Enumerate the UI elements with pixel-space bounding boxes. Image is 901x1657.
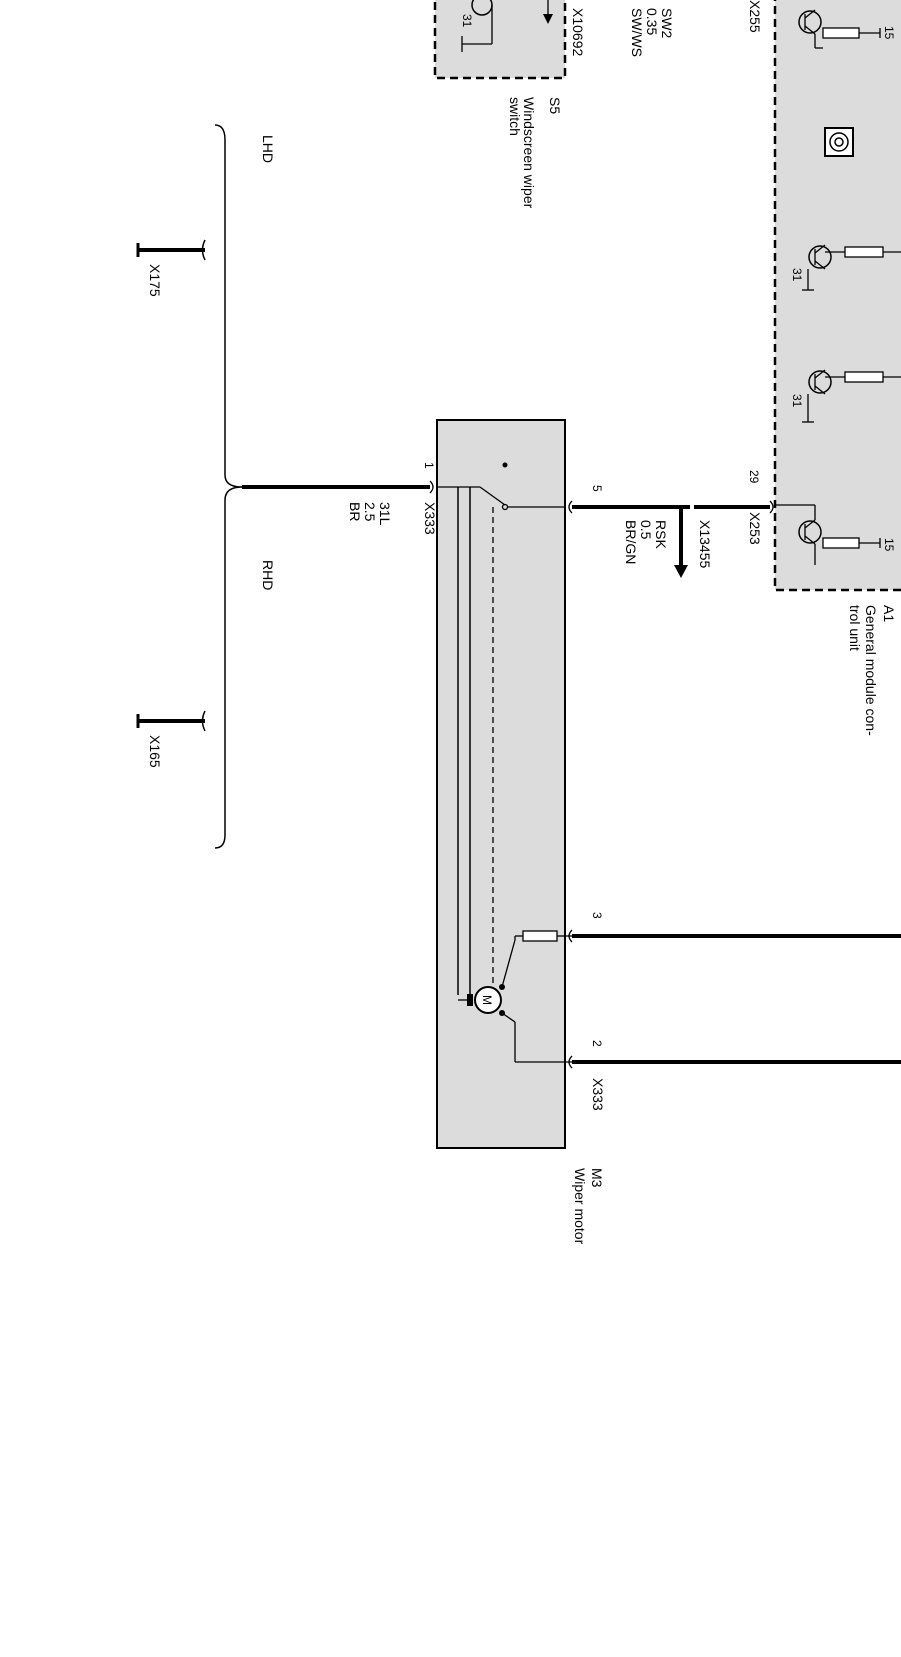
connector-x13455-label: X13455 [697, 520, 713, 568]
switch-wire-name: SW2 [659, 8, 675, 39]
rsk-wire-size: 0.5 [638, 520, 654, 540]
wiper-motor-box: M [436, 419, 572, 1149]
connector-x253-icon [769, 500, 774, 514]
switch-name-line2: switch [507, 97, 523, 136]
variant-brace [214, 124, 243, 849]
transistor-icon [802, 369, 901, 423]
switch-wire-color: SW/WS [629, 8, 645, 57]
general-module-id: A1 [881, 605, 897, 622]
connector-x10692-label: X10692 [570, 8, 586, 56]
pin-2-label: 2 [590, 1040, 604, 1047]
connector-x333-icon [429, 480, 434, 494]
transistor-icon [802, 244, 901, 291]
ground-wire-name: 31L [377, 502, 393, 526]
terminal-31-label: 31 [790, 394, 804, 408]
ground-x175-label: X175 [147, 264, 163, 297]
transistor-icon [775, 504, 881, 565]
windscreen-switch-box [433, 0, 567, 80]
general-module-name-line1: General module con- [863, 605, 879, 736]
pin-3-label: 3 [590, 912, 604, 919]
connector-x333-icon [568, 500, 573, 514]
ground-x175-icon [136, 239, 206, 261]
splice-x13455-icon [674, 498, 694, 578]
ground-wire-color: BR [347, 502, 363, 521]
svg-text:M: M [480, 995, 494, 1005]
connector-x255-label: X255 [747, 0, 763, 33]
wiper-motor-id: M3 [589, 1168, 605, 1188]
connector-x333-bottom: X333 [590, 1078, 606, 1111]
connector-x253-label: X253 [747, 512, 763, 545]
switch-wire-size: 0.35 [644, 8, 660, 35]
pin-29-label: 29 [747, 470, 761, 484]
ground-x165-label: X165 [147, 735, 163, 768]
module-logo-icon [824, 127, 854, 157]
switch-name-line1: Windscreen wiper [521, 97, 537, 209]
rhd-label: RHD [260, 560, 276, 590]
connector-x333-top: X333 [422, 502, 438, 535]
transistor-icon [798, 9, 881, 49]
wiper-motor-name: Wiper motor [572, 1168, 588, 1245]
ground-x165-icon [136, 710, 206, 732]
general-module-name-line2: trol unit [847, 605, 863, 651]
terminal-15-label: 15 [882, 26, 896, 40]
lhd-label: LHD [260, 135, 276, 163]
connector-pin2-icon [568, 1055, 573, 1069]
connector-pin3-icon [568, 929, 573, 943]
rsk-wire-name: RSK [653, 520, 669, 549]
ground-wire-size: 2.5 [362, 502, 378, 522]
switch-terminal-31: 31 [460, 14, 474, 28]
switch-id: S5 [547, 97, 563, 114]
terminal-15-label: 15 [882, 538, 896, 552]
rsk-wire-color: BR/GN [623, 520, 639, 564]
terminal-31-label: 31 [790, 268, 804, 282]
pin-1-label: 1 [422, 462, 436, 469]
general-module-box: 15 31 31 [773, 0, 901, 592]
pin-5-label: 5 [590, 485, 604, 492]
